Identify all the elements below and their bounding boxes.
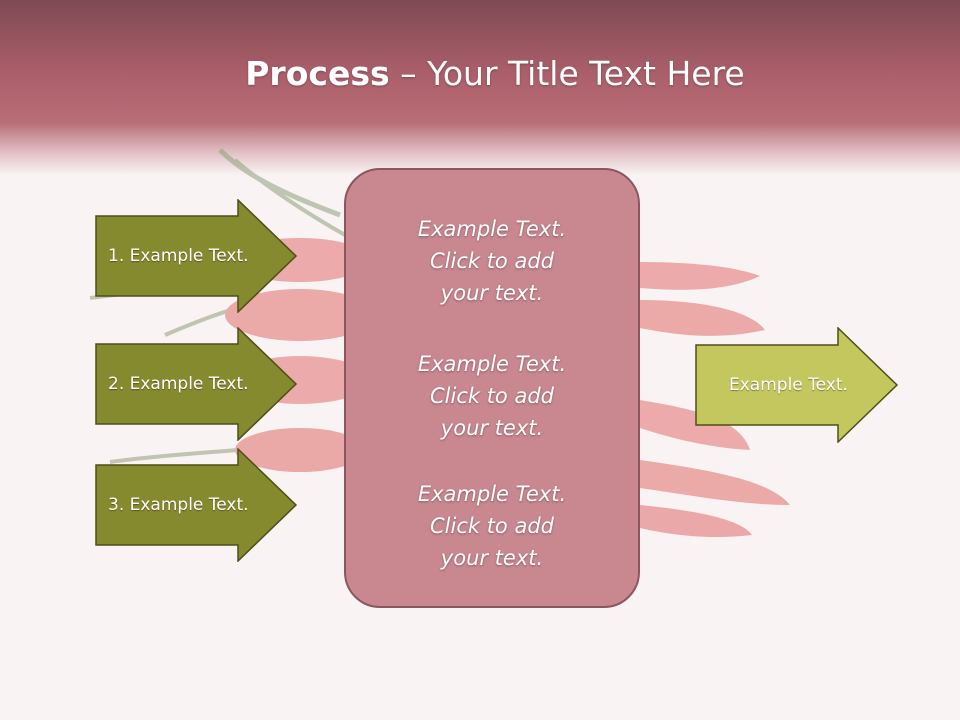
step-arrow-2[interactable]: 2. Example Text.	[95, 327, 298, 441]
center-text-line: Example Text.	[417, 482, 567, 506]
center-text-block-2[interactable]: Example Text. Click to add your text.	[344, 348, 640, 444]
center-text-line: Click to add	[429, 514, 554, 538]
step-arrow-label: 2. Example Text.	[108, 374, 249, 394]
center-text-line: Example Text.	[417, 352, 567, 376]
center-content-box[interactable]	[344, 168, 640, 608]
step-arrow-3[interactable]: 3. Example Text.	[95, 448, 298, 562]
step-arrow-label: 1. Example Text.	[108, 246, 249, 266]
step-arrow-1[interactable]: 1. Example Text.	[95, 199, 298, 313]
header-band	[0, 0, 960, 175]
step-arrow-label: 3. Example Text.	[108, 495, 249, 515]
center-text-line: your text.	[440, 416, 544, 440]
center-text-block-1[interactable]: Example Text. Click to add your text.	[344, 213, 640, 309]
right-arrow-shape	[695, 327, 899, 443]
center-text-line: your text.	[440, 281, 544, 305]
result-arrow-label: Example Text.	[729, 375, 848, 395]
center-text-line: Click to add	[429, 249, 554, 273]
center-text-line: your text.	[440, 546, 544, 570]
right-arrow-shape	[95, 199, 298, 313]
right-arrow-shape	[95, 327, 298, 441]
center-text-line: Click to add	[429, 384, 554, 408]
slide-title: Process – Your Title Text Here	[0, 52, 960, 96]
center-text-block-3[interactable]: Example Text. Click to add your text.	[344, 478, 640, 574]
right-arrow-shape	[95, 448, 298, 562]
result-arrow[interactable]: Example Text.	[695, 327, 899, 443]
title-rest: – Your Title Text Here	[389, 54, 745, 93]
center-text-line: Example Text.	[417, 217, 567, 241]
title-bold: Process	[245, 54, 390, 93]
